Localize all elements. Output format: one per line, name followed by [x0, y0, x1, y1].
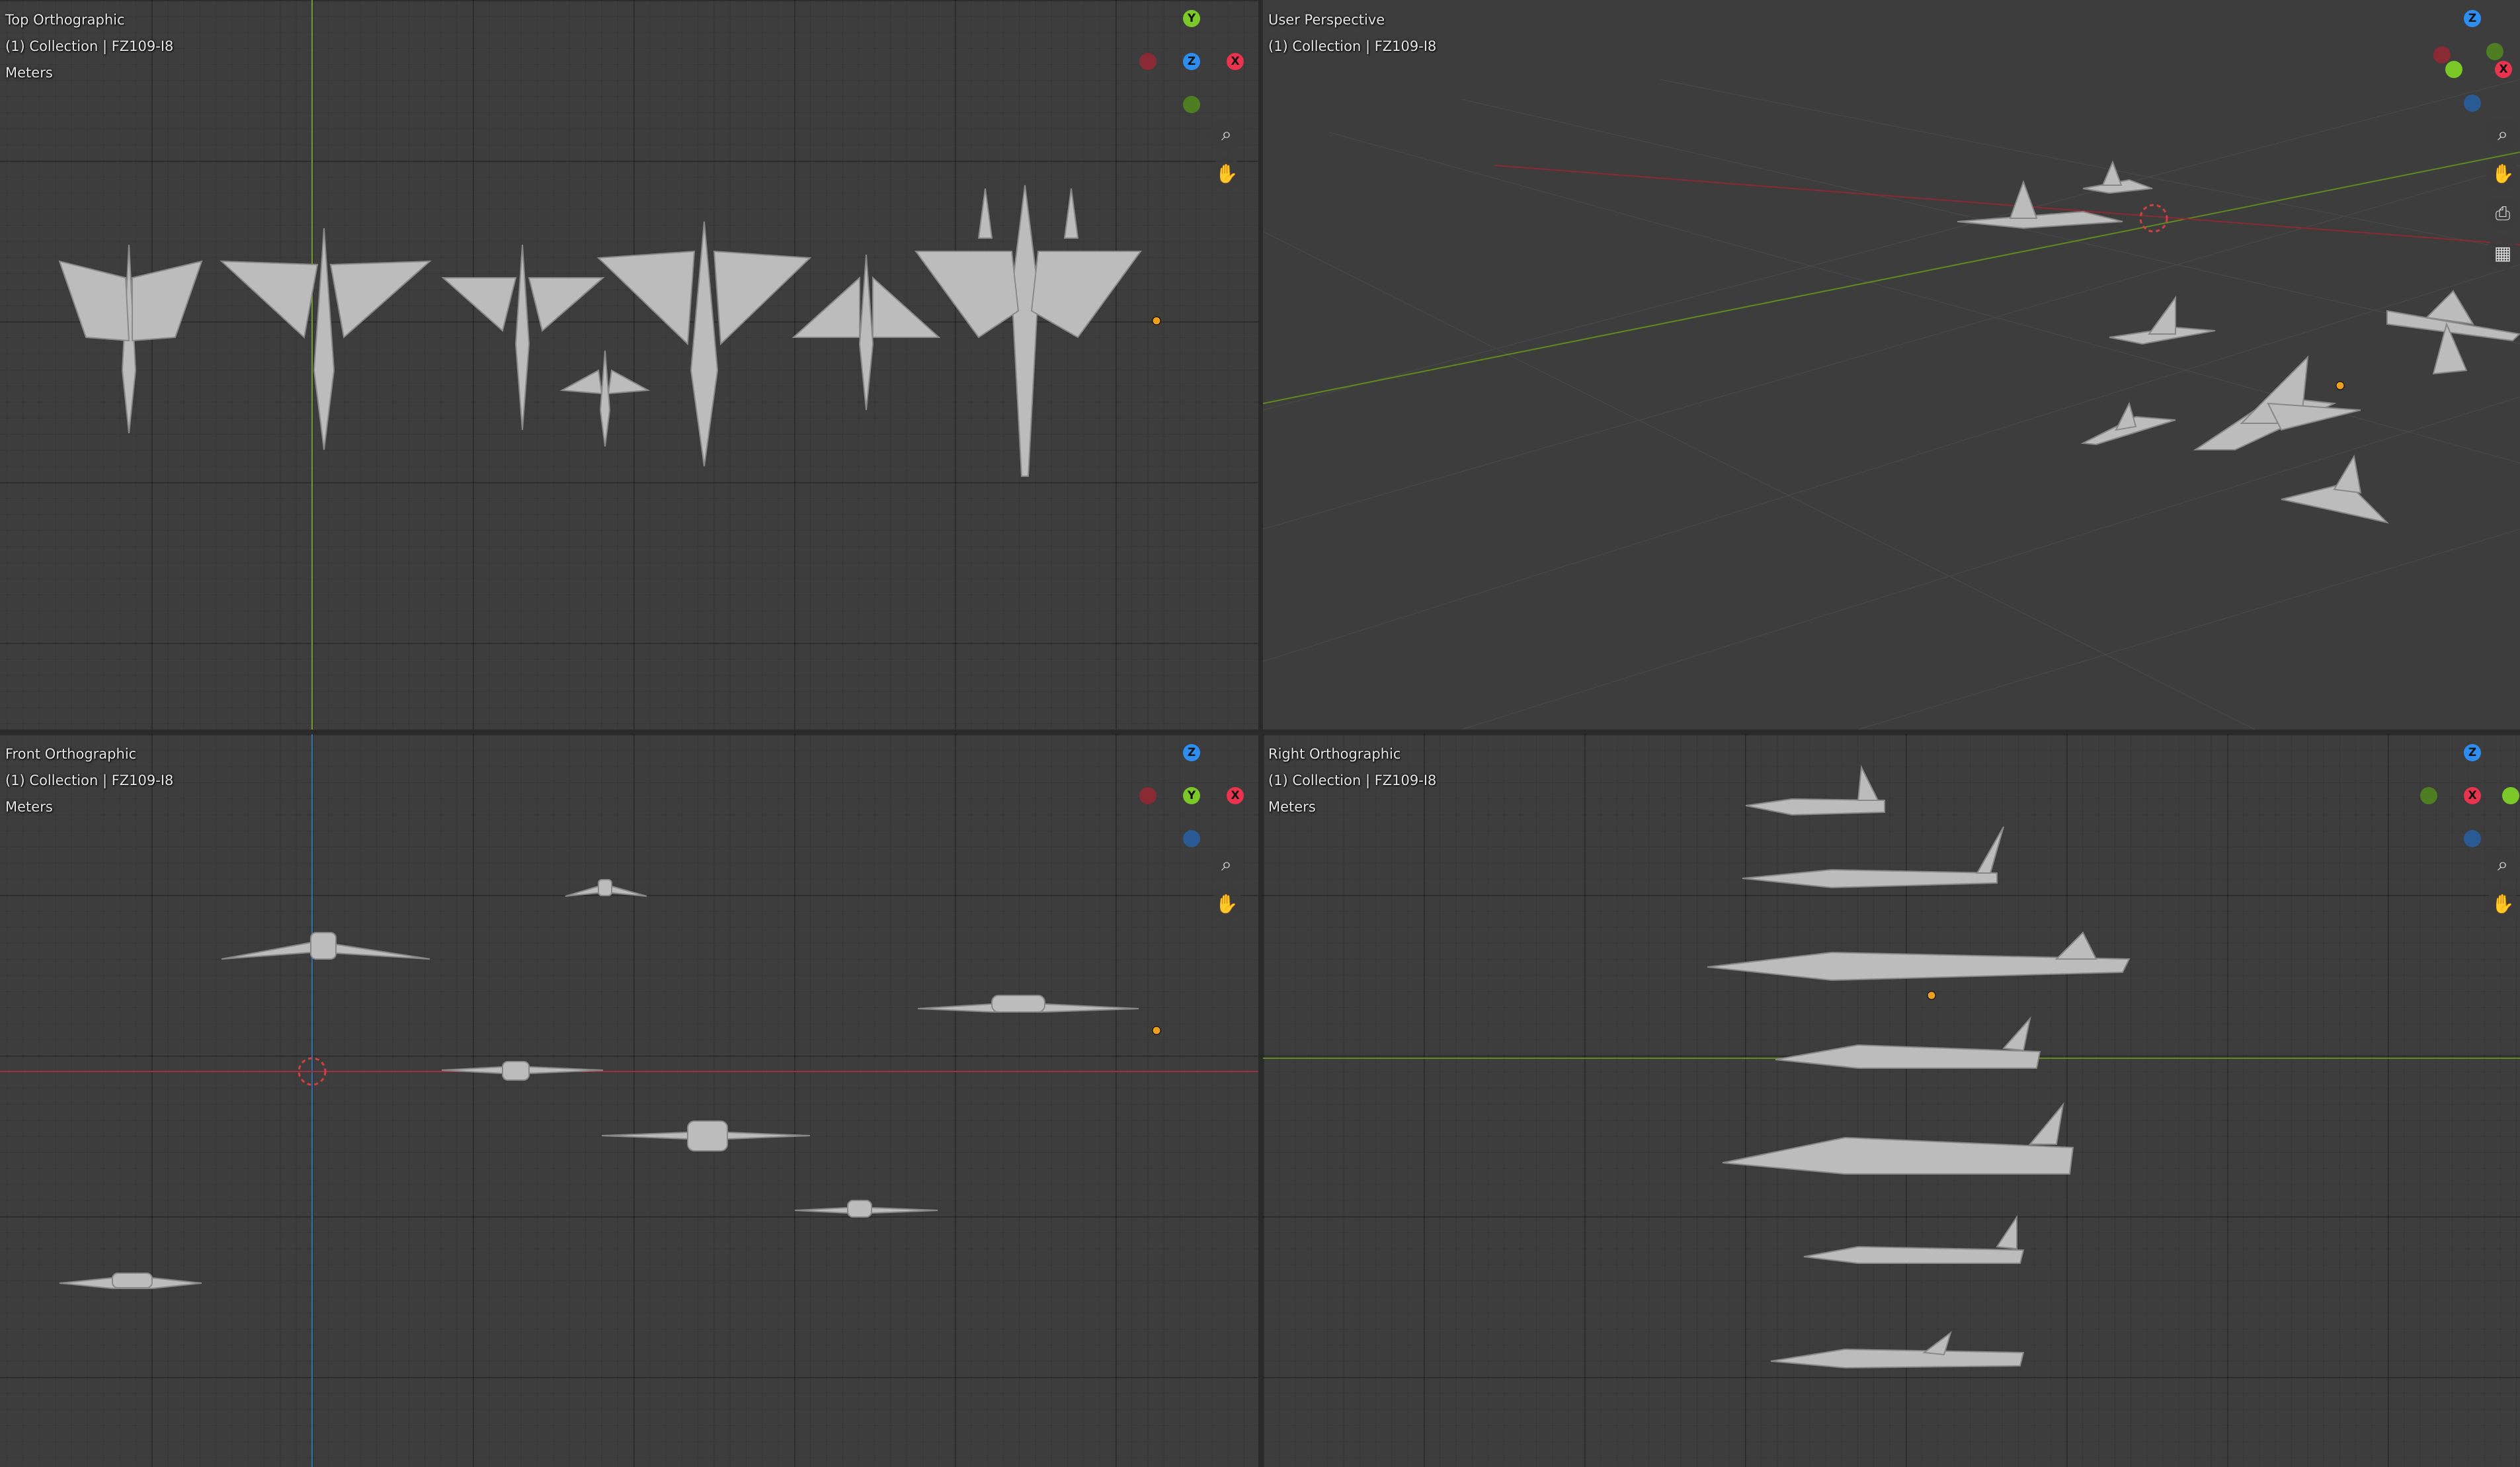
right-scene [1263, 765, 2520, 1369]
gizmo-x-axis[interactable]: X [2464, 787, 2481, 804]
aircraft-front-6 [794, 1200, 938, 1218]
viewport-front-orthographic[interactable]: Front Orthographic (1) Collection | FZ10… [0, 734, 1258, 1467]
front-scene [0, 734, 1258, 1467]
collection-label: (1) Collection | FZ109-I8 [1268, 773, 1437, 788]
aircraft-front-2 [565, 879, 647, 897]
gizmo-neg-y-axis[interactable] [2420, 787, 2437, 804]
view-name: Top Orthographic [5, 12, 125, 28]
aircraft-persp-5 [2080, 401, 2176, 446]
aircraft-top-5 [596, 221, 812, 467]
zoom-icon[interactable]: ⌕ [2486, 848, 2519, 881]
gizmo-neg-x-axis[interactable] [1139, 787, 1157, 804]
gizmo-z-axis[interactable]: Z [2464, 744, 2481, 761]
gizmo-neg-y-axis[interactable] [1183, 96, 1200, 113]
aircraft-persp-3 [2109, 295, 2216, 345]
gizmo-x-axis[interactable]: X [2495, 61, 2512, 78]
aircraft-top-4 [559, 350, 651, 447]
gizmo-z-axis[interactable]: Z [1183, 53, 1200, 70]
aircraft-top-3 [441, 244, 605, 431]
hand-icon[interactable]: ✋ [2486, 888, 2519, 921]
perspective-scene [1263, 79, 2520, 730]
aircraft-front-4 [441, 1061, 604, 1081]
top-scene [58, 0, 1161, 730]
grid-icon[interactable]: ▦ [2486, 237, 2519, 270]
aircraft-persp-4 [2193, 355, 2361, 450]
collection-label: (1) Collection | FZ109-I8 [1268, 38, 1437, 54]
gizmo-y-axis[interactable]: Y [1183, 10, 1200, 27]
gizmo-neg-z-axis[interactable] [1183, 830, 1200, 847]
aircraft-top-6 [792, 254, 941, 411]
viewport-right-orthographic[interactable]: Right Orthographic (1) Collection | FZ10… [1263, 734, 2520, 1467]
hand-icon[interactable]: ✋ [1210, 888, 1243, 921]
viewport-info-right: Right Orthographic (1) Collection | FZ10… [1268, 741, 1436, 820]
gizmo-z-axis[interactable]: Z [2464, 10, 2481, 27]
camera-icon[interactable]: ⎙ [2486, 197, 2519, 230]
hand-icon[interactable]: ✋ [1210, 157, 1243, 190]
aircraft-side-5 [1722, 1102, 2074, 1175]
gizmo-x-axis[interactable]: X [1227, 787, 1244, 804]
aircraft-top-7 [915, 185, 1142, 477]
hand-icon[interactable]: ✋ [2486, 157, 2519, 190]
aircraft-side-4 [1775, 1016, 2041, 1069]
view-name: Right Orthographic [1268, 746, 1401, 762]
gizmo-z-axis[interactable]: Z [1183, 744, 1200, 761]
aircraft-persp-6 [2281, 454, 2390, 524]
viewport-info-perspective: User Perspective (1) Collection | FZ109-… [1268, 7, 1436, 60]
aircraft-top-1 [58, 244, 203, 434]
aircraft-side-6 [1803, 1214, 2025, 1264]
gizmo-neg-z-axis[interactable] [2464, 95, 2481, 112]
aircraft-top-2 [220, 228, 432, 450]
view-name: User Perspective [1268, 12, 1385, 28]
viewport-user-perspective[interactable]: User Perspective (1) Collection | FZ109-… [1263, 0, 2520, 730]
aircraft-persp-1 [1957, 180, 2123, 230]
viewport-info-front: Front Orthographic (1) Collection | FZ10… [5, 741, 173, 820]
gizmo-y-axis[interactable] [2502, 787, 2519, 804]
aircraft-front-5 [601, 1120, 811, 1152]
aircraft-side-1 [1745, 765, 1885, 816]
gizmo-neg-x-axis[interactable] [2433, 46, 2451, 63]
units-label: Meters [5, 65, 53, 81]
collection-label: (1) Collection | FZ109-I8 [5, 773, 174, 788]
viewport-top-orthographic[interactable]: Top Orthographic (1) Collection | FZ109-… [0, 0, 1258, 730]
aircraft-side-7 [1770, 1331, 2025, 1369]
zoom-icon[interactable]: ⌕ [2486, 118, 2519, 151]
collection-label: (1) Collection | FZ109-I8 [5, 38, 174, 54]
gizmo-neg-z-axis[interactable] [2464, 830, 2481, 847]
units-label: Meters [5, 799, 53, 815]
aircraft-front-3 [917, 995, 1139, 1013]
zoom-icon[interactable]: ⌕ [1210, 118, 1243, 151]
view-name: Front Orthographic [5, 746, 137, 762]
gizmo-neg-x-axis[interactable] [1139, 53, 1157, 70]
aircraft-side-3 [1707, 931, 2131, 982]
gizmo-y-axis[interactable]: Y [1183, 787, 1200, 804]
aircraft-persp-7 [2386, 290, 2520, 375]
viewport-info-top: Top Orthographic (1) Collection | FZ109-… [5, 7, 173, 86]
gizmo-neg-y-axis[interactable] [2486, 43, 2503, 60]
viewport-divider-horizontal[interactable] [0, 730, 2520, 734]
aircraft-front-1 [221, 932, 430, 960]
aircraft-front-7 [59, 1273, 202, 1289]
gizmo-y-axis[interactable] [2445, 61, 2462, 78]
aircraft-side-2 [1742, 826, 2004, 889]
units-label: Meters [1268, 799, 1316, 815]
gizmo-x-axis[interactable]: X [1227, 53, 1244, 70]
zoom-icon[interactable]: ⌕ [1210, 848, 1243, 881]
aircraft-persp-2 [2082, 160, 2153, 194]
